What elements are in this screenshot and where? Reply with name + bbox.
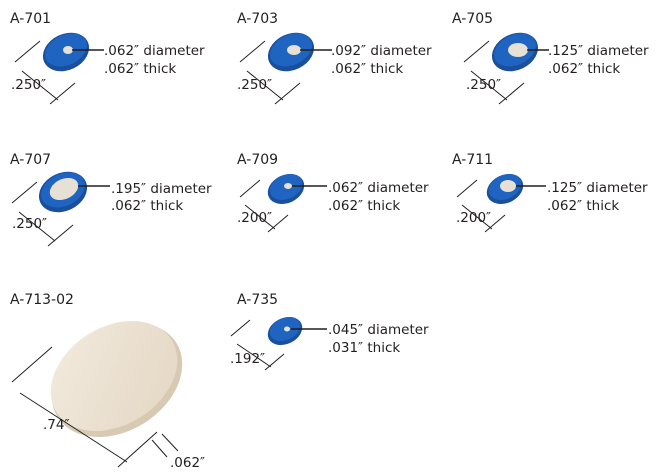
width-dimension: .192″ — [230, 351, 266, 367]
diameter-spec: .125″ diameter — [548, 43, 649, 59]
part-code: A-713-02 — [10, 292, 74, 308]
width-dimension: .200″ — [237, 210, 273, 226]
thickness-spec: .062″ thick — [328, 198, 401, 214]
width-dimension: .200″ — [456, 210, 492, 226]
width-dimension: .250″ — [466, 77, 502, 93]
thickness-spec: .062″ thick — [111, 198, 184, 214]
thickness-spec: .062″ thick — [331, 61, 404, 77]
thickness-spec: .062″ thick — [547, 198, 620, 214]
diameter-spec: .062″ diameter — [104, 43, 205, 59]
thickness-spec: .031″ thick — [328, 340, 401, 356]
part-code: A-701 — [10, 11, 52, 27]
width-dimension: .250″ — [237, 77, 273, 93]
thickness-spec: .062″ thick — [104, 61, 177, 77]
diameter-spec: .125″ diameter — [547, 180, 648, 196]
diameter-spec: .195″ diameter — [111, 181, 212, 197]
width-dimension: .250″ — [11, 77, 47, 93]
diameter-spec: .062″ diameter — [328, 180, 429, 196]
part-code: A-703 — [237, 11, 279, 27]
thickness-spec: .062″ thick — [548, 61, 621, 77]
part-code: A-705 — [452, 11, 494, 27]
width-dimension: .74″ — [43, 417, 70, 433]
diameter-spec: .092″ diameter — [331, 43, 432, 59]
thickness-dimension: .062″ — [170, 455, 206, 471]
diameter-spec: .045″ diameter — [328, 322, 429, 338]
part-code: A-707 — [10, 152, 52, 168]
width-dimension: .250″ — [12, 216, 48, 232]
part-code: A-711 — [452, 152, 494, 168]
part-code: A-709 — [237, 152, 279, 168]
part-code: A-735 — [237, 292, 279, 308]
